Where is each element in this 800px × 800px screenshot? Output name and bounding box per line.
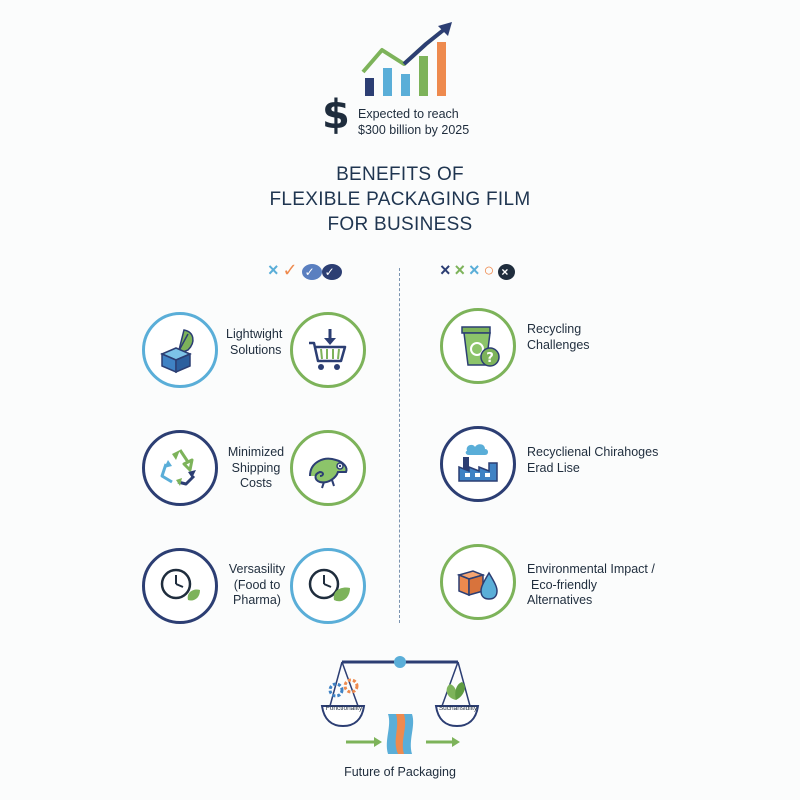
challenge-label-line: Eco-friendly: [531, 577, 597, 592]
scale-right-label: Suchansidiity: [438, 705, 478, 712]
box-water-drop-icon: [440, 544, 516, 620]
x-mark-icon: ×: [454, 260, 470, 280]
market-line-2: $300 billion by 2025: [358, 123, 470, 137]
benefit-label-shipping: Minimized Shipping Costs: [219, 445, 293, 492]
benefit-label-line: Costs: [240, 476, 272, 490]
benefit-label-line: Shipping: [231, 460, 281, 475]
benefit-label-lightweight: Lightwight Solutions: [226, 327, 282, 358]
benefit-label-line: Pharma): [233, 593, 281, 607]
title-line-3: FOR BUSINESS: [327, 214, 473, 235]
svg-text:?: ?: [486, 351, 494, 366]
x-mark-icon: ×: [440, 260, 455, 280]
balance-scale-icon: [318, 650, 482, 758]
challenge-label-environmental: Environmental Impact / Eco-friendly Alte…: [527, 562, 655, 609]
market-projection: Expected to reach $300 billion by 2025: [358, 106, 469, 138]
clock-leaf-icon: [142, 548, 218, 624]
challenge-label-line: Alternatives: [527, 593, 593, 607]
challenge-label-recycling: Recycling Challenges: [527, 322, 590, 353]
benefit-marks: ×✓✓✓: [268, 260, 342, 281]
growth-chart-icon: [360, 20, 460, 98]
dollar-icon: $: [322, 92, 350, 138]
challenge-label-line: Erad Lise: [527, 460, 580, 475]
benefit-label-line: (Food to: [233, 577, 281, 592]
box-feather-icon: [142, 312, 218, 388]
chameleon-icon: [290, 430, 366, 506]
challenge-label-line: Challenges: [527, 337, 590, 352]
title-line-1: BENEFITS OF: [336, 164, 464, 185]
check-circle-icon: ✓: [301, 264, 322, 280]
recycle-icon: [142, 430, 218, 506]
shopping-cart-icon: [290, 312, 366, 388]
benefit-label-line: Lightwight: [226, 327, 283, 341]
benefit-label-line: Versasility: [228, 562, 286, 576]
scale-left-label: Fonctionality: [325, 705, 363, 712]
center-divider: [399, 268, 400, 623]
benefit-label-versatility: Versasility (Food to Pharma): [222, 562, 292, 609]
challenge-marks: ×××○×: [440, 260, 516, 281]
clock-leaf-icon: [290, 548, 366, 624]
x-mark-icon: ×: [268, 260, 283, 280]
x-circle-icon: ×: [498, 264, 516, 280]
x-mark-icon: ×: [469, 260, 484, 280]
challenge-label-recyclienal: Recyclienal Chirahoges Erad Lise: [527, 445, 658, 476]
check-circle-icon: ✓: [321, 264, 342, 280]
challenge-label-line: Environmental Impact /: [527, 562, 655, 576]
circle-mark-icon: ○: [483, 260, 499, 280]
benefit-label-line: Minimized: [227, 445, 285, 459]
check-mark-icon: ✓: [282, 260, 302, 280]
recycling-bin-icon: ?: [440, 308, 516, 384]
footer-caption: Future of Packaging: [344, 765, 456, 779]
factory-icon: [440, 426, 516, 502]
challenge-label-line: Recycling: [527, 322, 582, 336]
market-line-1: Expected to reach: [358, 107, 459, 121]
title-line-2: FLEXIBLE PACKAGING FILM: [269, 189, 531, 210]
challenge-label-line: Recyclienal Chirahoges: [527, 445, 659, 459]
benefit-label-line: Solutions: [230, 342, 282, 357]
